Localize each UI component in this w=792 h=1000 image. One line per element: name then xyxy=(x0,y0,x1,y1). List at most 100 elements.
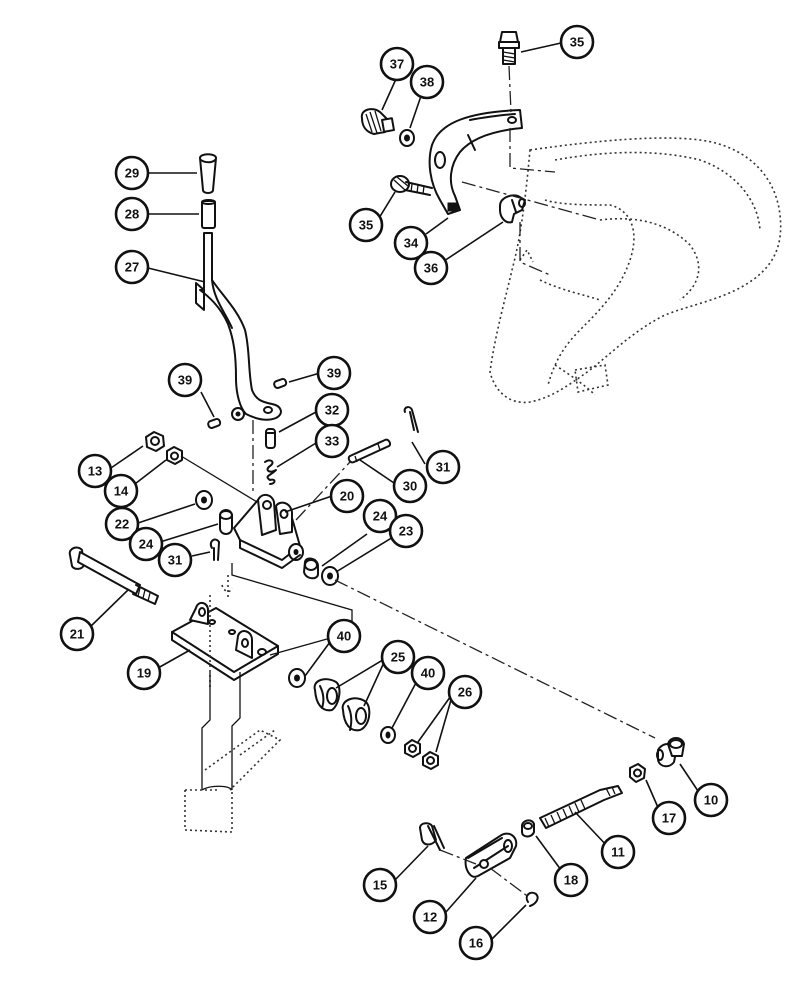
callout-25: 25 xyxy=(380,639,416,675)
svg-text:24: 24 xyxy=(373,509,388,524)
bolt-35-top xyxy=(498,31,520,113)
svg-text:14: 14 xyxy=(114,484,129,499)
bracket-20 xyxy=(233,494,304,569)
guide-pin-30 xyxy=(295,461,351,521)
callout-18: 18 xyxy=(553,862,589,898)
bracket-34 xyxy=(428,109,523,215)
callout-39-right: 39 xyxy=(316,355,352,391)
washer-40-left xyxy=(288,668,306,688)
callout-35-side: 35 xyxy=(348,207,384,243)
callout-40-left: 40 xyxy=(326,618,362,654)
callout-15: 15 xyxy=(362,867,398,903)
svg-text:23: 23 xyxy=(399,524,413,539)
callout-27: 27 xyxy=(114,249,150,285)
callout-21: 21 xyxy=(59,616,95,652)
svg-text:40: 40 xyxy=(337,629,351,644)
callout-39-left: 39 xyxy=(167,362,203,398)
svg-text:31: 31 xyxy=(436,460,450,475)
guide-housing-1 xyxy=(461,181,601,221)
svg-text:32: 32 xyxy=(325,403,339,418)
callout-36: 36 xyxy=(413,250,449,286)
callout-22: 22 xyxy=(104,506,140,542)
callout-23: 23 xyxy=(388,513,424,549)
pin-15 xyxy=(419,822,445,851)
callout-30: 30 xyxy=(392,468,428,504)
guide-pin-15 xyxy=(439,849,477,865)
callout-40-right: 40 xyxy=(410,655,446,691)
washer-40-right xyxy=(380,726,396,744)
leader-lines xyxy=(88,42,703,941)
cotter-pin-31-top xyxy=(403,406,419,433)
svg-text:38: 38 xyxy=(420,75,434,90)
svg-text:12: 12 xyxy=(423,910,437,925)
svg-text:25: 25 xyxy=(391,650,405,665)
callout-16: 16 xyxy=(458,925,494,961)
callout-34: 34 xyxy=(393,225,429,261)
svg-text:39: 39 xyxy=(178,373,192,388)
svg-text:24: 24 xyxy=(139,537,154,552)
svg-text:26: 26 xyxy=(458,685,472,700)
clip-16 xyxy=(525,891,539,907)
callout-26: 26 xyxy=(447,674,483,710)
callout-24-left: 24 xyxy=(128,526,164,562)
nut-18 xyxy=(521,819,535,838)
svg-text:33: 33 xyxy=(325,434,339,449)
knob-37 xyxy=(360,108,395,135)
svg-text:40: 40 xyxy=(421,666,435,681)
callouts: 35 37 38 35 34 36 29 28 27 39 39 32 33 3… xyxy=(59,24,729,961)
floor-outline-dotted xyxy=(184,563,353,833)
lever-27 xyxy=(195,232,282,421)
bolt-21 xyxy=(68,546,159,605)
svg-text:16: 16 xyxy=(469,936,483,951)
svg-text:31: 31 xyxy=(168,553,182,568)
svg-text:22: 22 xyxy=(115,517,129,532)
svg-text:36: 36 xyxy=(424,261,438,276)
nut-17 xyxy=(629,763,646,783)
washer-38 xyxy=(399,129,415,147)
screw-35-side xyxy=(390,175,433,196)
svg-text:39: 39 xyxy=(327,366,341,381)
guide-nut-13 xyxy=(180,455,263,506)
bushing-24-left xyxy=(219,509,233,535)
nut-13 xyxy=(145,431,165,452)
nut-26-left xyxy=(404,739,421,758)
callout-32: 32 xyxy=(314,392,350,428)
callout-20: 20 xyxy=(329,478,365,514)
guide-main-axis xyxy=(334,579,656,739)
svg-text:17: 17 xyxy=(662,811,676,826)
callout-37: 37 xyxy=(379,46,415,82)
rod-end-10 xyxy=(656,737,685,768)
guide-clip-16 xyxy=(489,867,531,899)
callout-14: 14 xyxy=(103,473,139,509)
sleeve-28 xyxy=(201,199,216,229)
nut-14 xyxy=(166,446,183,465)
plunger-32 xyxy=(265,428,276,449)
pin-39-right xyxy=(273,377,288,389)
callout-28: 28 xyxy=(114,196,150,232)
plate-19 xyxy=(171,602,279,681)
mount-25-left xyxy=(313,678,341,712)
washer-23 xyxy=(321,566,339,586)
mount-25-right xyxy=(341,697,371,732)
clevis-12 xyxy=(464,832,518,878)
callout-19: 19 xyxy=(126,655,162,691)
callout-10: 10 xyxy=(693,782,729,818)
callout-31-top: 31 xyxy=(425,449,461,485)
rod-11 xyxy=(539,785,623,829)
svg-text:10: 10 xyxy=(704,793,718,808)
nut-26-right xyxy=(422,751,439,770)
svg-text:18: 18 xyxy=(564,873,578,888)
callout-11: 11 xyxy=(600,834,636,870)
svg-text:19: 19 xyxy=(137,666,151,681)
pin-39-left xyxy=(207,417,222,429)
callout-13: 13 xyxy=(77,453,113,489)
svg-text:28: 28 xyxy=(125,207,139,222)
callout-29: 29 xyxy=(114,155,150,191)
svg-text:13: 13 xyxy=(88,464,102,479)
svg-text:21: 21 xyxy=(70,627,84,642)
washer-22 xyxy=(195,490,213,510)
spring-33 xyxy=(264,459,277,485)
svg-text:15: 15 xyxy=(373,878,387,893)
bushing-24-right xyxy=(303,557,319,580)
